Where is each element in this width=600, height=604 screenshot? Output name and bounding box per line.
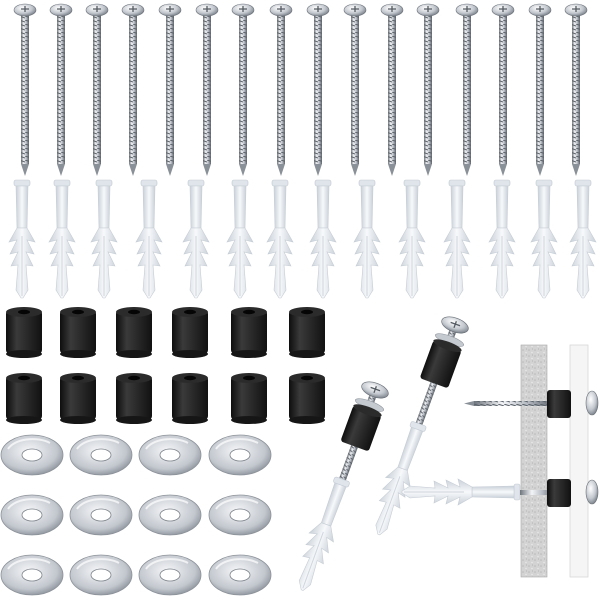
flat-washer bbox=[138, 434, 202, 476]
rubber-spacer bbox=[289, 373, 325, 424]
flat-washer bbox=[208, 434, 272, 476]
flat-washer bbox=[0, 554, 64, 596]
flat-washer bbox=[0, 494, 64, 536]
flat-washer bbox=[208, 554, 272, 596]
flat-washer bbox=[138, 494, 202, 536]
rubber-spacer bbox=[289, 307, 325, 358]
rubber-spacer bbox=[231, 307, 267, 358]
flat-washer bbox=[0, 434, 64, 476]
assembled-example-middle bbox=[366, 316, 469, 540]
flat-washer bbox=[138, 554, 202, 596]
rubber-spacer bbox=[116, 307, 152, 358]
rubber-spacer bbox=[172, 307, 208, 358]
rubber-spacer bbox=[60, 373, 96, 424]
rubber-spacer bbox=[6, 373, 42, 424]
rubber-spacer bbox=[116, 373, 152, 424]
wall-mount-diagram bbox=[401, 344, 599, 578]
wall-board bbox=[520, 344, 548, 578]
mounted-panel bbox=[569, 344, 589, 578]
rubber-spacer bbox=[172, 373, 208, 424]
flat-washer bbox=[69, 554, 133, 596]
flat-washer bbox=[69, 494, 133, 536]
rubber-spacer bbox=[6, 307, 42, 358]
flat-washer bbox=[208, 494, 272, 536]
rubber-spacer bbox=[60, 307, 96, 358]
assembled-example-left bbox=[289, 381, 389, 596]
rubber-spacer bbox=[231, 373, 267, 424]
flat-washer bbox=[69, 434, 133, 476]
